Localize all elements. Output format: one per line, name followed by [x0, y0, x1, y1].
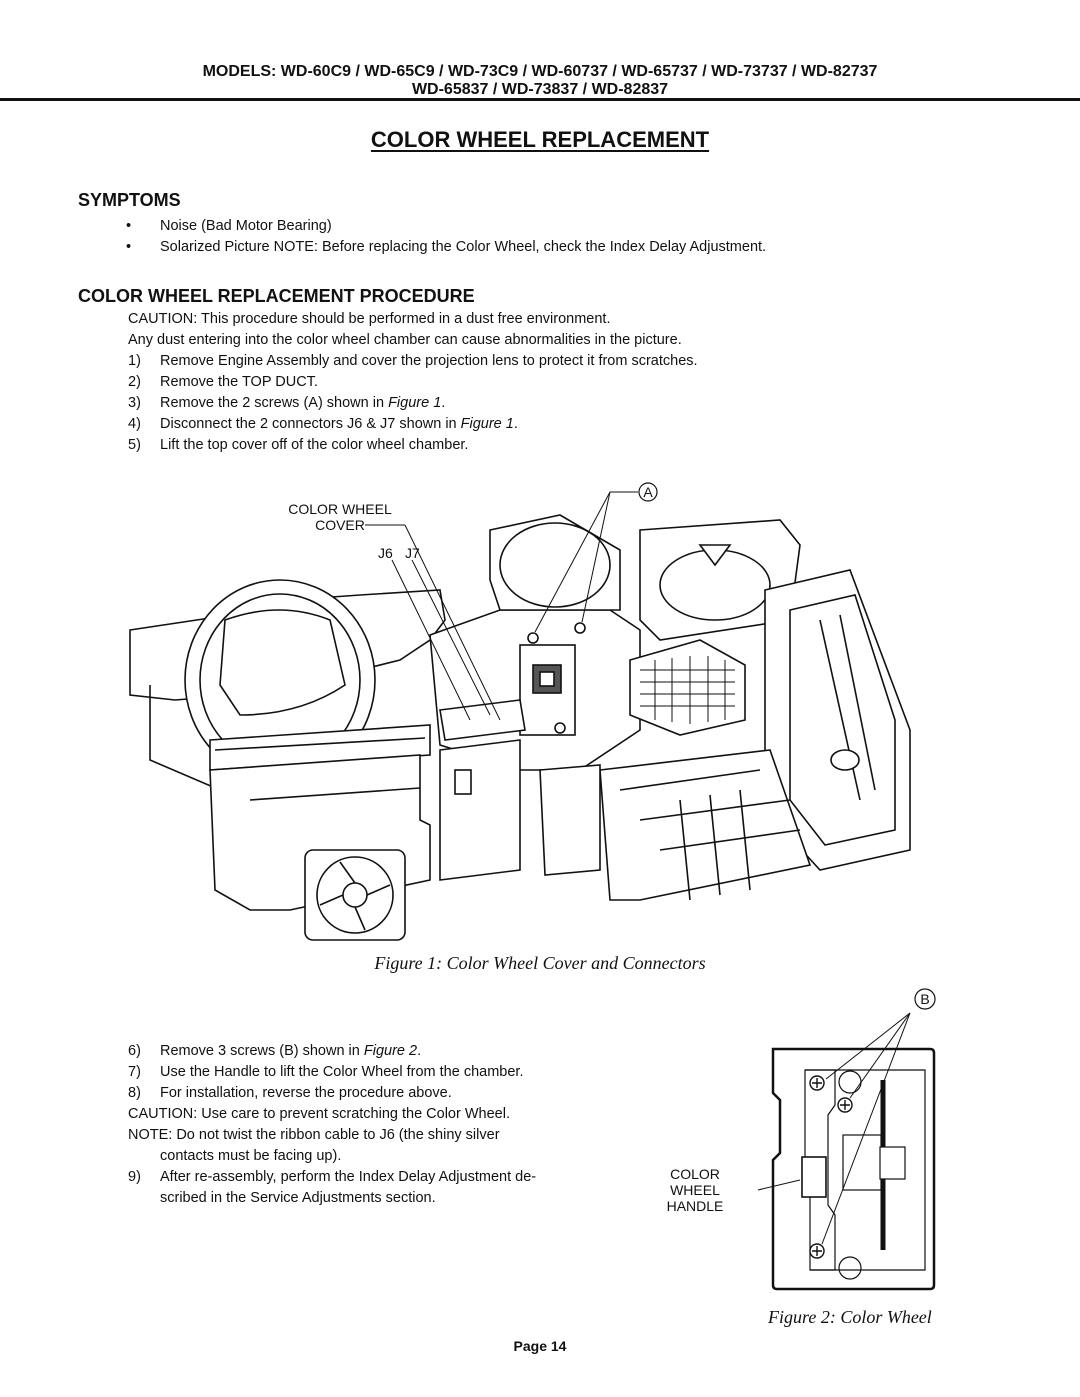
page-title: COLOR WHEEL REPLACEMENT — [370, 127, 710, 152]
step-text: scribed in the Service Adjustments secti… — [160, 1190, 436, 1206]
step-text: After re-assembly, perform the Index Del… — [160, 1169, 537, 1185]
step-text: Remove the 2 screws (A) shown in Figure … — [160, 395, 446, 411]
label-b: B — [920, 991, 930, 1007]
step-number: 6) — [128, 1043, 141, 1059]
figure-reference: Figure 1 — [460, 416, 514, 432]
label-j7: J7 — [405, 545, 420, 561]
header-rule — [0, 98, 1080, 101]
step-text: Lift the top cover off of the color whee… — [160, 437, 469, 453]
step-number: 1) — [128, 353, 141, 369]
step-text: Remove 3 screws (B) shown in Figure 2. — [160, 1043, 422, 1059]
procedure-heading: COLOR WHEEL REPLACEMENT PROCEDURE — [78, 286, 475, 306]
symptoms-heading: SYMPTOMS — [78, 190, 181, 210]
step-number: 8) — [128, 1085, 141, 1101]
step-number: 9) — [128, 1169, 141, 1185]
step-text: Use the Handle to lift the Color Wheel f… — [160, 1064, 524, 1080]
step-number: 3) — [128, 395, 141, 411]
figure-2-caption: Figure 2: Color Wheel — [768, 1307, 932, 1327]
label-color-wheel-handle: COLOR WHEEL HANDLE — [666, 1166, 724, 1214]
caution-text: CAUTION: Use care to prevent scratching … — [128, 1106, 510, 1122]
figure-reference: Figure 1 — [388, 395, 442, 411]
step-number: 2) — [128, 374, 141, 390]
label-j6: J6 — [378, 545, 393, 561]
figure-1-caption: Figure 1: Color Wheel Cover and Connecto… — [374, 953, 706, 973]
label-color-wheel-cover: COLOR WHEEL COVER — [288, 501, 392, 533]
models-line-2: WD-65837 / WD-73837 / WD-82837 — [411, 81, 669, 98]
step-number: 7) — [128, 1064, 141, 1080]
note-text: contacts must be facing up). — [160, 1148, 342, 1164]
symptom-item: Noise (Bad Motor Bearing) — [160, 218, 332, 234]
figure-1-illustration — [129, 482, 911, 941]
note-text: NOTE: Do not twist the ribbon cable to J… — [128, 1127, 500, 1143]
bullet: • — [126, 218, 132, 234]
figure-reference: Figure 2 — [363, 1043, 418, 1059]
figure-2-illustration — [757, 988, 936, 1291]
page-number: Page 14 — [513, 1338, 567, 1354]
symptom-item: Solarized Picture NOTE: Before replacing… — [160, 239, 767, 255]
caution-text: Any dust entering into the color wheel c… — [128, 332, 682, 348]
step-text: Remove the TOP DUCT. — [160, 374, 318, 390]
step-text: Remove Engine Assembly and cover the pro… — [160, 353, 698, 369]
step-number: 5) — [128, 437, 141, 453]
label-a: A — [643, 484, 653, 500]
caution-text: CAUTION: This procedure should be perfor… — [128, 311, 611, 327]
bullet: • — [126, 239, 132, 255]
step-text: For installation, reverse the procedure … — [160, 1085, 452, 1101]
step-number: 4) — [128, 416, 141, 432]
step-text: Disconnect the 2 connectors J6 & J7 show… — [160, 416, 518, 432]
models-line-1: MODELS: WD-60C9 / WD-65C9 / WD-73C9 / WD… — [202, 63, 878, 80]
